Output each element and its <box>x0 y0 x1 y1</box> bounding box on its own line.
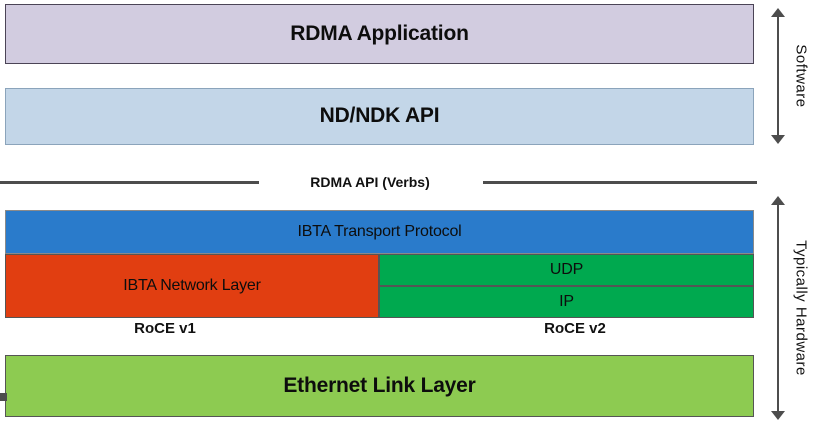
arrow-down-icon <box>771 135 785 144</box>
bracket-software-arrow <box>771 8 785 144</box>
layer-ibta-network-layer-label: IBTA Network Layer <box>123 276 261 294</box>
layer-udp: UDP <box>379 254 754 286</box>
layer-rdma-application: RDMA Application <box>5 4 754 64</box>
bracket-hardware-label: Typically Hardware <box>792 240 810 376</box>
caption-roce-v1: RoCE v1 <box>134 320 196 337</box>
layer-udp-label: UDP <box>549 260 584 278</box>
layer-ibta-network-layer: IBTA Network Layer <box>5 254 379 318</box>
arrow-down-icon <box>771 411 785 420</box>
bracket-software-shaft <box>777 14 779 138</box>
bracket-hardware-arrow <box>771 196 785 420</box>
ethernet-connector-nub <box>0 393 7 401</box>
layer-ethernet-link-layer-label: Ethernet Link Layer <box>283 373 476 397</box>
bracket-software-label: Software <box>792 44 810 108</box>
bracket-hardware-label-wrap: Typically Hardware <box>786 196 816 420</box>
rdma-api-verbs-divider: RDMA API (Verbs) <box>0 171 757 193</box>
arrow-up-icon <box>771 8 785 17</box>
layer-nd-ndk-api-label: ND/NDK API <box>319 104 440 128</box>
bracket-hardware-shaft <box>777 202 779 414</box>
layer-ibta-transport-protocol-label: IBTA Transport Protocol <box>297 222 462 240</box>
layer-rdma-application-label: RDMA Application <box>290 21 469 45</box>
divider-line-right <box>483 181 757 184</box>
layer-ip: IP <box>379 286 754 318</box>
layer-ethernet-link-layer: Ethernet Link Layer <box>5 355 754 417</box>
bracket-software-label-wrap: Software <box>786 8 816 144</box>
caption-roce-v2: RoCE v2 <box>544 320 606 337</box>
rdma-api-verbs-label: RDMA API (Verbs) <box>310 174 430 190</box>
arrow-up-icon <box>771 196 785 205</box>
layer-ip-label: IP <box>559 292 574 310</box>
divider-line-left <box>0 181 259 184</box>
layer-nd-ndk-api: ND/NDK API <box>5 88 754 145</box>
layer-ibta-transport-protocol: IBTA Transport Protocol <box>5 210 754 254</box>
